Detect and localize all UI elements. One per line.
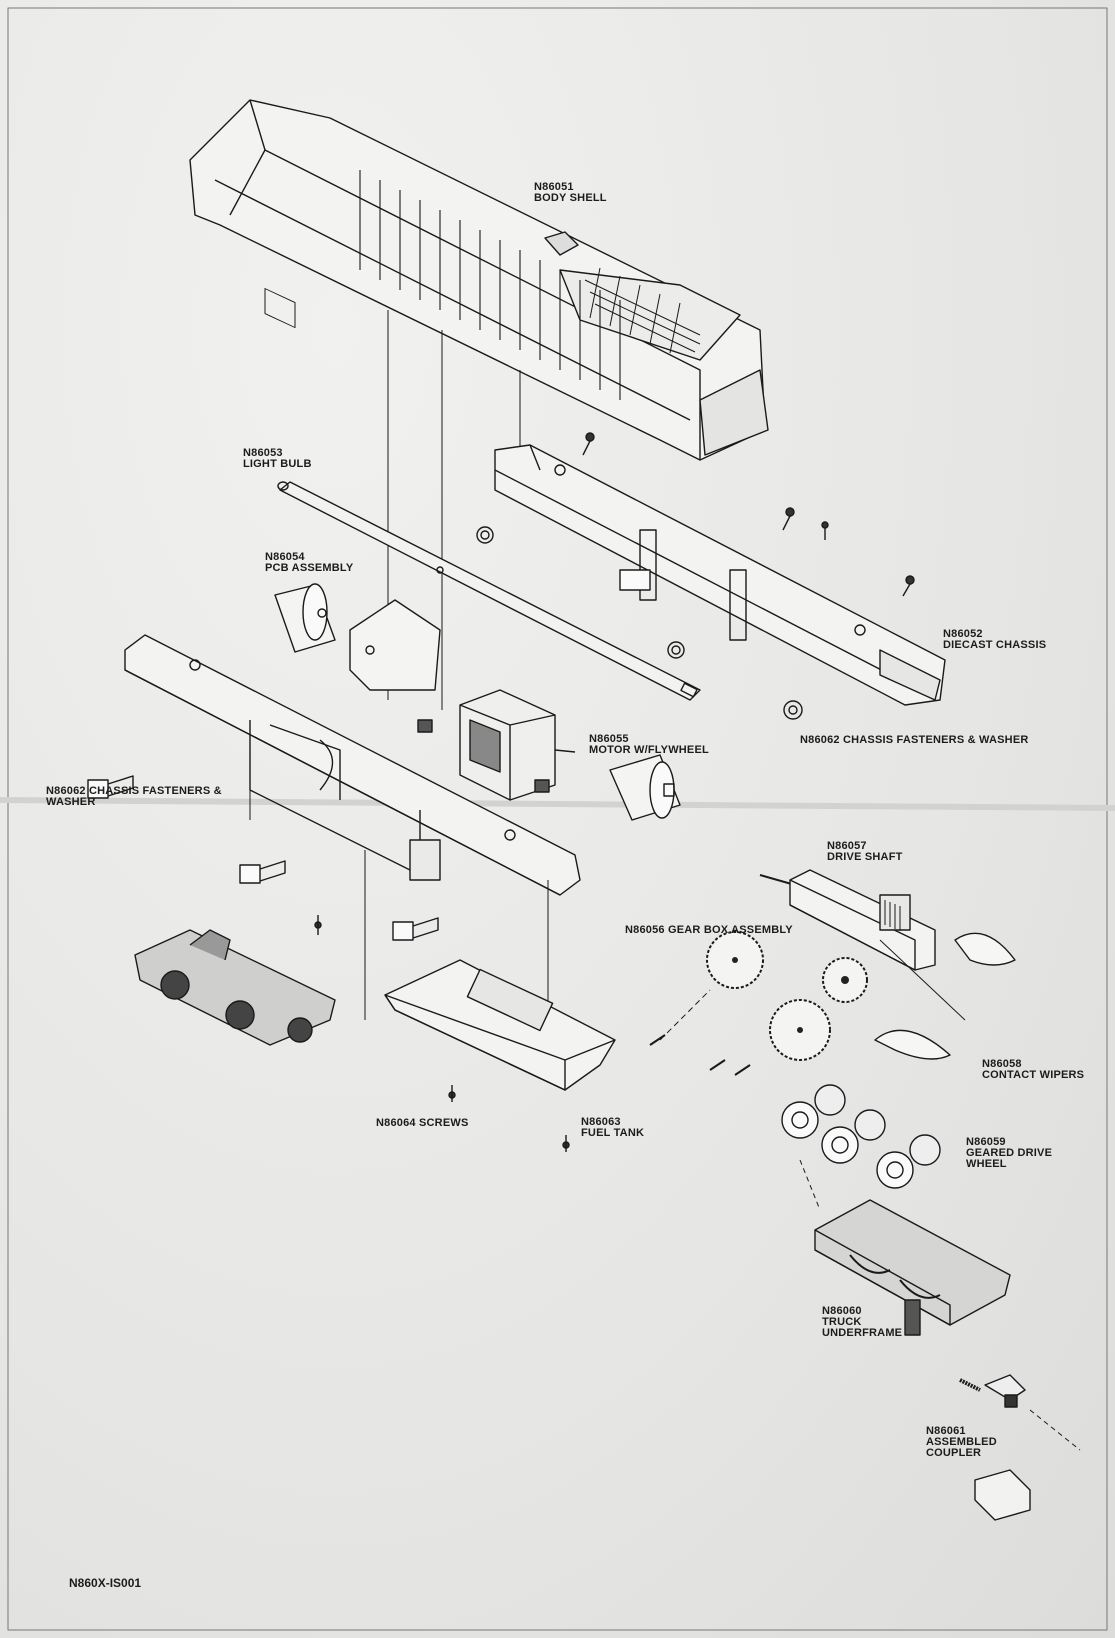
axle-pins xyxy=(649,1034,751,1076)
document-code: N860X-IS001 xyxy=(69,1576,142,1590)
motor-brush xyxy=(417,719,433,733)
geared-drive-wheels-drawing xyxy=(781,1084,941,1189)
label-chassis-fasteners-left: N86062 CHASSIS FASTENERS &WASHER xyxy=(46,785,222,808)
chassis-screws-right xyxy=(476,432,915,720)
flywheel-drawing xyxy=(274,583,336,653)
contact-wipers-drawing xyxy=(874,932,1016,1060)
pcb-strip-drawing xyxy=(277,481,701,701)
gears-drawing xyxy=(706,931,868,1061)
fold-crease xyxy=(0,797,1115,811)
label-gear-box: N86056 GEAR BOX ASSEMBLY xyxy=(625,924,793,936)
left-chassis-drawing xyxy=(124,634,581,896)
truck-underframe-drawing xyxy=(814,1199,1011,1336)
label-chassis-fasteners-right: N86062 CHASSIS FASTENERS & WASHER xyxy=(800,734,1029,746)
left-truck-drawing xyxy=(134,929,336,1046)
body-shell-drawing xyxy=(189,99,769,461)
assembled-coupler-drawing xyxy=(959,1374,1031,1521)
motor-drawing xyxy=(459,689,576,801)
fuel-tank-drawing xyxy=(384,959,616,1091)
pcb-clip-drawing xyxy=(349,599,441,691)
label-screws: N86064 SCREWS xyxy=(376,1117,469,1129)
gear-box-drawing xyxy=(789,869,936,971)
page-border xyxy=(7,7,1108,1631)
diecast-chassis-drawing xyxy=(494,444,946,706)
chassis-fasteners-left xyxy=(87,775,570,1152)
light-bulb xyxy=(277,481,289,491)
flywheel-drawing-2 xyxy=(609,754,681,821)
